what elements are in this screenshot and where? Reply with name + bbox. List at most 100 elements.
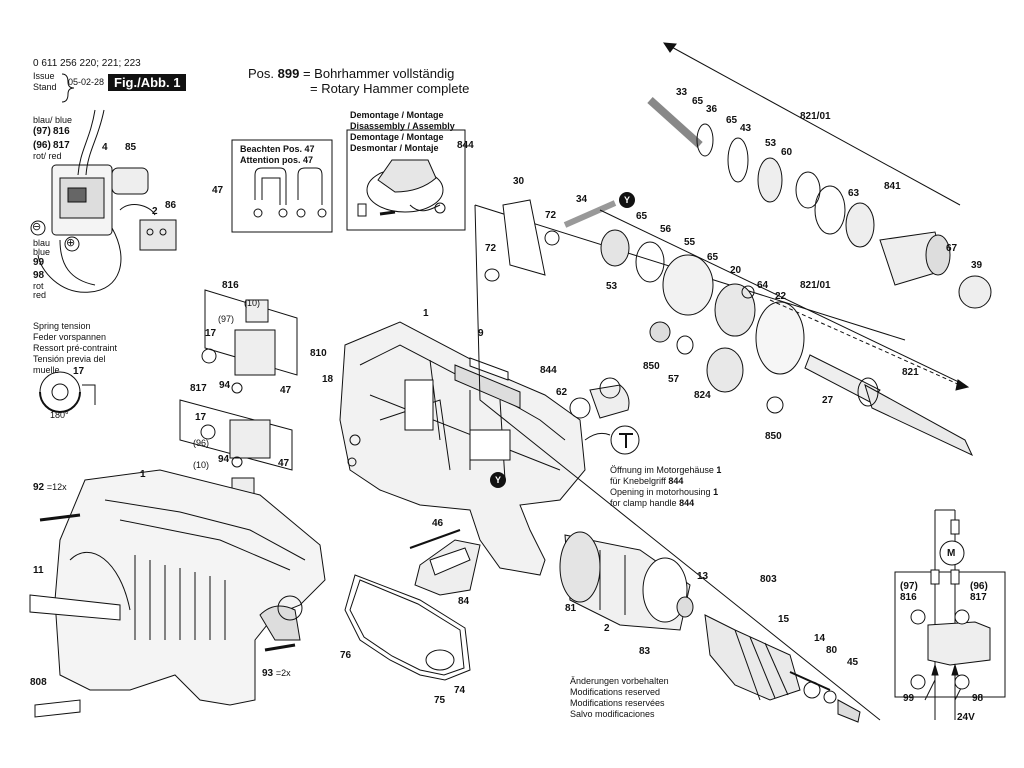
callout-824: 824 (694, 390, 711, 401)
callout-92: 92 =12x (33, 482, 67, 493)
motor-housing-drawing (339, 321, 586, 576)
callout-844: 844 (540, 365, 557, 376)
demontage-line-1: Demontage / Montage (350, 110, 444, 120)
callout-821-01b: 821/01 (800, 280, 831, 291)
callout-30: 30 (513, 176, 525, 187)
y-marker-1 (619, 192, 635, 208)
callout-97: (97) (218, 314, 235, 324)
ref-97: (97) (33, 126, 51, 137)
hammer-housing-drawing (29, 469, 326, 706)
callout-55: 55 (684, 237, 696, 248)
mod-line-1: Änderungen vorbehalten (570, 676, 669, 686)
demontage-line-4: Desmontar / Montaje (350, 143, 439, 153)
y-marker-label-2: Y (495, 475, 502, 485)
beachten-num: 47 (212, 185, 224, 196)
callout-817: 817 (190, 383, 207, 394)
pos-number: 899 (277, 66, 300, 81)
fig-label: Fig./Abb. 1 (108, 74, 187, 91)
num-99: 99 (33, 257, 45, 268)
issue-date: 05-02-28 (68, 77, 105, 87)
callout-46: 46 (432, 518, 444, 529)
callout-85: 85 (125, 142, 137, 153)
callout-803: 803 (760, 574, 777, 585)
callout-63: 63 (848, 188, 860, 199)
pos-desc-de: = Bohrhammer vollständig (302, 66, 455, 81)
mod-line-2: Modifications reserved (570, 687, 661, 697)
callout-39: 39 (971, 260, 983, 271)
callout-10b: (10) (193, 460, 210, 470)
callout-33: 33 (676, 87, 688, 98)
callout-83: 83 (639, 646, 651, 657)
mod-line-3: Modifications reservées (570, 698, 665, 708)
callout-65d: 65 (726, 115, 738, 126)
callout-65c: 65 (692, 96, 704, 107)
wiring-num-817: 817 (970, 592, 987, 603)
clamp-part-drawing (569, 377, 630, 419)
callout-810: 810 (310, 348, 327, 359)
bottom-arrow-line (599, 209, 966, 386)
contact-box-810 (201, 289, 298, 394)
callout-27: 27 (822, 395, 834, 406)
rot-text: rot (33, 281, 44, 291)
callout-13: 13 (697, 571, 709, 582)
callout-850b: 850 (765, 431, 782, 442)
callout-93: 93 =2x (262, 668, 291, 679)
callout-74: 74 (454, 685, 466, 696)
callout-816: 816 (222, 280, 239, 291)
mod-line-4: Salvo modificaciones (570, 709, 655, 719)
spring-angle: 180° (50, 410, 69, 420)
pos-prefix: Pos. (248, 66, 275, 81)
top-arrow-line (667, 44, 961, 206)
gasket-drawing (344, 574, 471, 681)
red-label: rot/ red (33, 151, 62, 161)
callout-850a: 850 (643, 361, 660, 372)
callout-4: 4 (102, 142, 108, 153)
clamp-handle-drawing (357, 159, 446, 217)
callout-53b: 53 (765, 138, 777, 149)
motor-drawing (559, 531, 694, 631)
callout-47a: 47 (280, 385, 292, 396)
part-numbers: 0 611 256 220; 221; 223 (33, 58, 141, 69)
callout-62: 62 (556, 387, 568, 398)
callout-72a: 72 (545, 210, 557, 221)
callout-841: 841 (884, 181, 901, 192)
callout-821-01a: 821/01 (800, 111, 831, 122)
beachten-box (231, 139, 333, 233)
callout-10a: (10) (244, 298, 261, 308)
callout-1b: 1 (140, 469, 146, 480)
opening-line-2: für Knebelgriff 844 (610, 476, 684, 486)
armature-drawing (704, 614, 861, 723)
pos-desc-en: = Rotary Hammer complete (310, 81, 470, 96)
gear-train-drawing (474, 97, 992, 721)
num-98: 98 (33, 270, 45, 281)
num-816: 816 (53, 126, 70, 137)
spring-line-4: Tensión previa del (33, 354, 106, 364)
plus-sign: ⊕ (66, 237, 76, 249)
callout-9: 9 (478, 328, 484, 339)
callout-20: 20 (730, 265, 742, 276)
callout-18: 18 (322, 374, 334, 385)
callout-53a: 53 (606, 281, 618, 292)
callout-808: 808 (30, 677, 47, 688)
ref-96: (96) (33, 140, 51, 151)
wiring-num-98: 98 (972, 693, 984, 704)
demontage-line-2: Disassembly / Assembly (350, 121, 455, 131)
demontage-box (346, 129, 466, 231)
wiring-num-816: 816 (900, 592, 917, 603)
wiring-ref-96: (96) (970, 581, 988, 592)
callout-15: 15 (778, 614, 790, 625)
callout-2: 2 (152, 206, 158, 217)
callout-84: 84 (458, 596, 470, 607)
callout-43: 43 (740, 123, 752, 134)
callout-86: 86 (165, 200, 177, 211)
beachten-line-1: Beachten Pos. 47 (240, 144, 315, 154)
blue-label: blau/ blue (33, 115, 73, 125)
callout-76: 76 (340, 650, 352, 661)
opening-line-1: Öffnung im Motorgehäuse 1 (610, 465, 722, 475)
spring-line-1: Spring tension (33, 321, 91, 331)
demontage-num: 844 (457, 140, 474, 151)
spring-line-2: Feder vorspannen (33, 332, 107, 342)
callout-96: (96) (193, 438, 210, 448)
